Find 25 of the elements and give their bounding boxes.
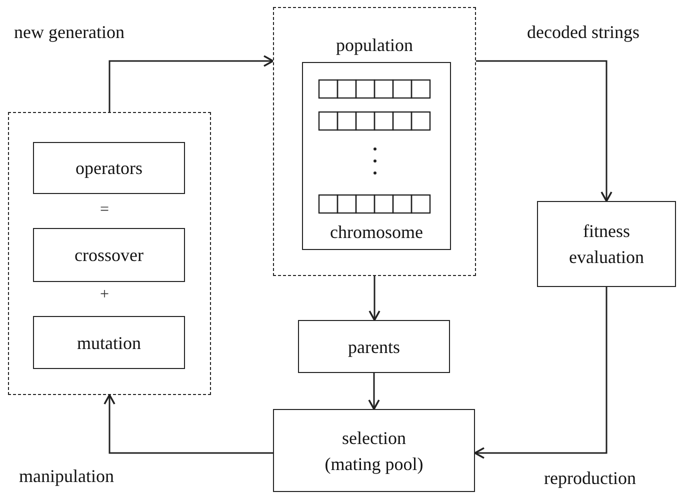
- arrow: [368, 276, 380, 321]
- process-box: [33, 228, 185, 282]
- arrow: [476, 60, 612, 202]
- arrow: [108, 55, 274, 112]
- arrow: [368, 373, 380, 410]
- node-label: selection (mating pool): [324, 426, 424, 476]
- arrow: [474, 287, 608, 459]
- node-label: chromosome: [329, 221, 424, 244]
- process-box: [33, 142, 185, 194]
- operator-symbol: +: [100, 285, 110, 305]
- process-box: [537, 201, 676, 287]
- process-box: [273, 409, 475, 492]
- node-label: crossover: [74, 244, 144, 267]
- process-box: [298, 320, 450, 373]
- chromosome-box: [302, 62, 451, 250]
- node-label: mutation: [76, 332, 142, 354]
- node-label: operators: [74, 157, 144, 180]
- arrow: [104, 394, 273, 454]
- node-label: fitness evaluation: [568, 220, 645, 269]
- operator-symbol: =: [100, 200, 110, 220]
- node-label: population: [335, 34, 414, 57]
- process-box: [33, 316, 185, 369]
- node-label: parents: [347, 336, 401, 359]
- dashed-group-box: [273, 7, 476, 276]
- dashed-group-box: [8, 112, 211, 395]
